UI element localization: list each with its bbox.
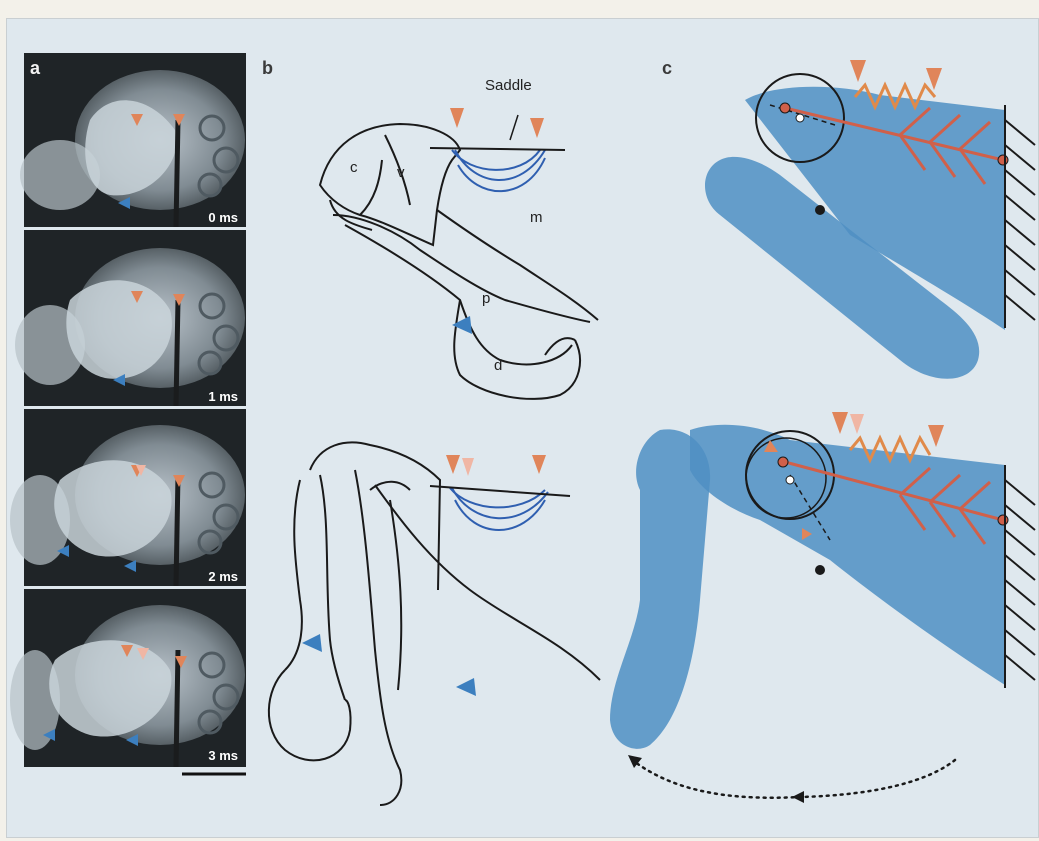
- panel-b-letter: b: [262, 58, 273, 78]
- orange-arrowhead: [532, 455, 546, 474]
- orange-arrowhead: [926, 68, 942, 90]
- limb-shape: [610, 429, 710, 748]
- wall-hatching: [1005, 480, 1035, 680]
- motion-arrow: [628, 755, 955, 803]
- orange-arrowhead: [446, 455, 460, 474]
- orange-arrowhead: [850, 60, 866, 82]
- orange-arrowhead: [450, 108, 464, 128]
- blue-arrowhead: [302, 634, 322, 652]
- panel-c-letter: c: [662, 58, 672, 78]
- panel-c: c: [610, 58, 1035, 803]
- black-point: [815, 565, 825, 575]
- wall-hatching: [1005, 120, 1035, 320]
- saddle-bottom: [430, 486, 570, 530]
- saddle-label: Saddle: [485, 77, 532, 94]
- label-m: m: [530, 209, 543, 226]
- time-label: 1 ms: [208, 389, 238, 404]
- orange-arrowhead: [530, 118, 544, 138]
- blue-arrowhead: [456, 678, 476, 696]
- time-label: 2 ms: [208, 569, 238, 584]
- label-d: d: [494, 357, 502, 374]
- bone-drawing-bottom: [269, 442, 600, 805]
- pink-arrowhead: [850, 414, 864, 434]
- micrograph-frame: [15, 230, 246, 406]
- micrograph-frame: [10, 589, 246, 767]
- pivot-point: [780, 103, 790, 113]
- label-p: p: [482, 290, 490, 307]
- anchor-point: [998, 155, 1008, 165]
- label-v: v: [397, 164, 405, 181]
- body-shape: [690, 425, 1005, 685]
- orange-arrowhead: [832, 412, 848, 434]
- model-bottom: [610, 412, 1035, 749]
- micrograph-frame: [10, 409, 246, 586]
- pink-arrowhead: [462, 458, 474, 476]
- panel-b: b Saddle: [262, 58, 600, 805]
- orange-arrowhead: [928, 425, 944, 447]
- label-c: c: [350, 159, 358, 176]
- center-point: [796, 114, 804, 122]
- black-point: [815, 205, 825, 215]
- saddle-top: [430, 148, 565, 191]
- anchor-point: [998, 515, 1008, 525]
- model-top: [705, 60, 1035, 379]
- panel-a-letter: a: [30, 58, 41, 78]
- panel-a: a 0 ms 1 ms 2 ms 3 ms: [10, 53, 246, 774]
- micrograph-frame: [20, 53, 246, 227]
- center-point: [786, 476, 794, 484]
- pivot-point: [778, 457, 788, 467]
- time-label: 0 ms: [208, 210, 238, 225]
- time-label: 3 ms: [208, 748, 238, 763]
- saddle-leader-line: [510, 115, 518, 140]
